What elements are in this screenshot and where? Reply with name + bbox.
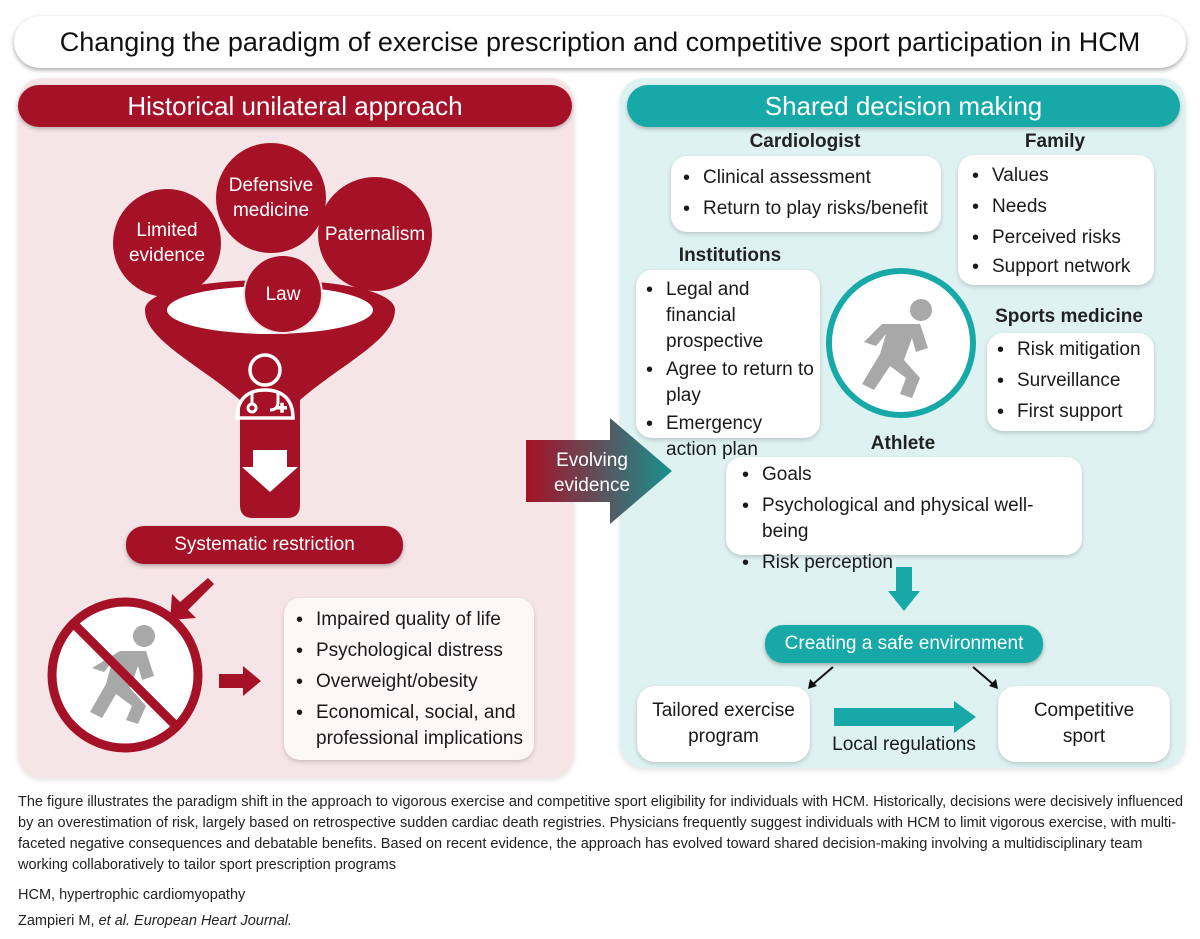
consequence-item: Impaired quality of life <box>294 607 528 633</box>
figure-title: Changing the paradigm of exercise prescr… <box>14 16 1186 68</box>
tailored-line1: Tailored exercise <box>652 700 795 721</box>
evolving-evidence-line1: Evolving <box>556 450 628 471</box>
abbreviation-definition: , hypertrophic cardiomyopathy <box>51 887 246 903</box>
right-arrow-icon <box>219 666 261 696</box>
family-box: Values Needs Perceived risks Support net… <box>958 155 1154 285</box>
evolving-evidence-arrow <box>526 418 672 524</box>
defensive-medicine-line2: medicine <box>232 200 310 221</box>
citation-etal: et al. <box>98 913 131 929</box>
family-heading: Family <box>1024 131 1086 152</box>
paternalism-label: Paternalism <box>324 223 426 245</box>
institutions-item: Agree to return to play <box>644 357 814 409</box>
arrow-down-left-icon <box>808 666 834 689</box>
abbreviation-term: HCM <box>18 887 52 903</box>
defensive-medicine-line1: Defensive <box>228 175 314 196</box>
athlete-item: Psychological and physical well-being <box>740 493 1076 545</box>
sports-medicine-item: Surveillance <box>995 368 1148 394</box>
local-regulations-label: Local regulations <box>832 734 976 755</box>
citation-journal: European Heart Journal. <box>130 913 293 929</box>
athlete-box: Goals Psychological and physical well-be… <box>726 457 1082 576</box>
institutions-heading: Institutions <box>678 245 782 266</box>
systematic-restriction-label: Systematic restriction <box>126 526 403 564</box>
safe-environment-label: Creating a safe environment <box>765 625 1043 663</box>
down-arrow-icon <box>888 567 920 611</box>
limited-evidence-line2: evidence <box>128 245 206 266</box>
family-item: Support network <box>970 254 1148 280</box>
family-item: Needs <box>970 194 1148 220</box>
athlete-circle <box>826 268 976 418</box>
arrow-down-right-icon <box>972 666 998 689</box>
consequences-box: Impaired quality of life Psychological d… <box>284 598 534 760</box>
shared-decision-header: Shared decision making <box>627 85 1180 127</box>
institutions-item: Emergency action plan <box>644 411 814 463</box>
diagonal-arrow-icon <box>170 578 214 620</box>
family-item: Perceived risks <box>970 225 1148 251</box>
law-circle: Law <box>243 254 323 334</box>
sports-medicine-heading: Sports medicine <box>995 306 1143 327</box>
sports-medicine-box: Risk mitigation Surveillance First suppo… <box>987 333 1154 431</box>
family-item: Values <box>970 163 1148 189</box>
cardiologist-item: Return to play risks/benefit <box>681 196 935 222</box>
citation-authors: Zampieri M, <box>18 913 99 929</box>
cardiologist-heading: Cardiologist <box>749 131 861 152</box>
tailored-exercise-box: Tailored exercise program <box>637 686 810 762</box>
historical-approach-header: Historical unilateral approach <box>18 85 572 127</box>
cardiologist-box: Clinical assessment Return to play risks… <box>671 156 941 232</box>
figure-caption: The figure illustrates the paradigm shif… <box>18 794 1184 873</box>
competitive-line2: sport <box>1062 726 1106 747</box>
athlete-item: Goals <box>740 462 1076 488</box>
tailored-line2: program <box>688 726 759 747</box>
competitive-sport-box: Competitive sport <box>998 686 1170 762</box>
no-running-sign-icon <box>47 597 203 753</box>
paternalism-circle: Paternalism <box>318 177 432 291</box>
sports-medicine-item: First support <box>995 399 1148 425</box>
consequence-item: Psychological distress <box>294 638 528 664</box>
evolving-evidence-line2: evidence <box>553 475 631 496</box>
regulation-arrow-icon <box>834 701 976 733</box>
athlete-item: Risk perception <box>740 550 1076 576</box>
consequence-item: Economical, social, and professional imp… <box>294 700 528 752</box>
law-label: Law <box>265 283 301 305</box>
consequence-item: Overweight/obesity <box>294 669 528 695</box>
sports-medicine-item: Risk mitigation <box>995 337 1148 363</box>
citation: Zampieri M, et al. European Heart Journa… <box>18 911 618 932</box>
athlete-heading: Athlete <box>870 433 936 454</box>
defensive-medicine-circle: Defensive medicine <box>216 143 326 253</box>
competitive-line1: Competitive <box>1033 700 1135 721</box>
institutions-item: Legal and financial prospective <box>644 277 814 355</box>
abbreviation-note: HCM, hypertrophic cardiomyopathy <box>18 885 618 906</box>
evolving-evidence-label: Evolving evidence <box>540 448 644 498</box>
institutions-box: Legal and financial prospective Agree to… <box>636 270 820 460</box>
limited-evidence-line1: Limited <box>136 220 198 241</box>
doctor-icon <box>235 353 295 420</box>
limited-evidence-circle: Limited evidence <box>113 189 221 297</box>
cardiologist-item: Clinical assessment <box>681 165 935 191</box>
